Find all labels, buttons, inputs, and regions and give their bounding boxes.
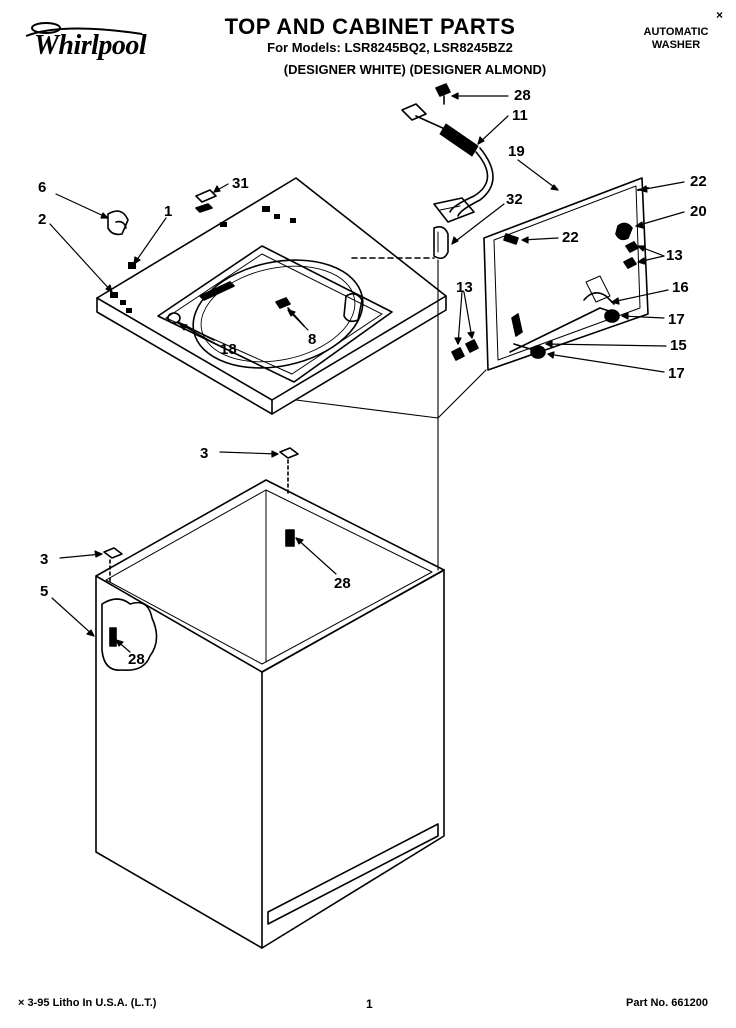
callout-31: 31 xyxy=(232,175,249,192)
model-list: For Models: LSR8245BQ2, LSR8245BZ2 xyxy=(267,40,513,55)
part-1-clip xyxy=(128,262,136,269)
corner-mark-top: × xyxy=(716,8,724,22)
cabinet-cutaway-detail xyxy=(101,598,158,672)
callout-17-b: 17 xyxy=(668,365,685,382)
callout-28-top: 28 xyxy=(514,87,531,104)
callout-8: 8 xyxy=(308,331,317,348)
logo-swoosh-icon xyxy=(25,22,143,37)
part-32-switch-actuator xyxy=(343,226,449,323)
whirlpool-logo xyxy=(22,18,172,72)
callout-16: 16 xyxy=(672,279,689,296)
model-variants: (DESIGNER WHITE) (DESIGNER ALMOND) xyxy=(283,62,547,77)
part-28-screw-top xyxy=(435,83,451,105)
callout-28-mid: 28 xyxy=(334,575,351,592)
callout-20: 20 xyxy=(690,203,707,220)
part-31-clip xyxy=(195,189,217,213)
callout-13-b: 13 xyxy=(456,279,473,296)
corner-mark-bottom: × xyxy=(18,997,25,1009)
product-type: AUTOMATIC WASHER xyxy=(626,26,726,52)
product-type-line2: WASHER xyxy=(651,39,701,51)
callout-5: 5 xyxy=(40,583,49,600)
part-number: Part No. 661200 xyxy=(626,997,708,1009)
product-type-line1: AUTOMATIC xyxy=(643,26,709,38)
print-info: × 3-95 Litho In U.S.A. (L.T.) xyxy=(18,997,156,1009)
callout-3-b: 3 xyxy=(40,551,49,568)
callout-32: 32 xyxy=(506,191,523,208)
callout-15: 15 xyxy=(670,337,687,354)
part-11-wire-harness xyxy=(401,103,494,223)
callout-2: 2 xyxy=(38,211,47,228)
callout-11: 11 xyxy=(512,107,528,124)
brand-name: Whirlpool xyxy=(34,30,147,61)
callout-19: 19 xyxy=(508,143,525,160)
callout-13-a: 13 xyxy=(666,247,683,264)
part-3-clips xyxy=(103,447,299,559)
callout-6: 6 xyxy=(38,179,47,196)
leader-lines xyxy=(49,92,685,653)
console-link-line xyxy=(295,369,487,419)
washer-top-panel xyxy=(96,177,447,415)
page-number: 1 xyxy=(366,997,373,1011)
part-13-screws-right xyxy=(623,241,639,269)
callout-28-low: 28 xyxy=(128,651,145,668)
print-date: 3-95 Litho In U.S.A. (L.T.) xyxy=(27,997,157,1009)
part-17-end-caps xyxy=(530,309,620,359)
callout-3-a: 3 xyxy=(200,445,209,462)
callout-1: 1 xyxy=(164,203,173,220)
callout-22-b: 22 xyxy=(562,229,579,246)
part-20-clip xyxy=(615,222,633,241)
part-18-lid-hinge xyxy=(167,312,215,341)
callout-17-a: 17 xyxy=(668,311,685,328)
part-15-rod xyxy=(513,343,541,353)
callout-22-a: 22 xyxy=(690,173,707,190)
callout-18: 18 xyxy=(220,341,237,358)
part-16-brace xyxy=(583,292,615,305)
page-title: TOP AND CABINET PARTS xyxy=(224,14,516,39)
part-5-cabinet xyxy=(95,459,445,949)
part-28-screw-mid xyxy=(285,529,295,547)
part-13-screws-left xyxy=(451,339,479,361)
part-6-bracket xyxy=(107,210,129,236)
